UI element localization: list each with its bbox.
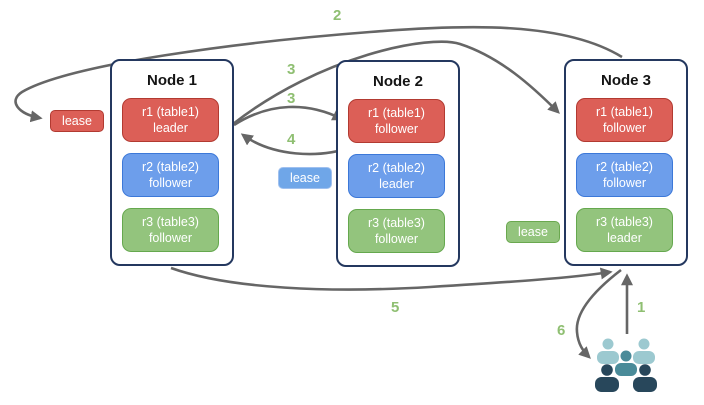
step-label-3b: 3 <box>287 90 296 107</box>
lease-badge-r1: lease <box>50 110 104 132</box>
replica-range-label: r2 (table2) <box>142 159 199 174</box>
replica-range-label: r1 (table1) <box>368 105 425 120</box>
node-1-replica-r3: r3 (table3) follower <box>122 208 219 252</box>
node-3-replica-r1: r1 (table1) follower <box>576 98 673 142</box>
replica-role-label: leader <box>153 121 188 135</box>
node-1-title: Node 1 <box>146 72 197 89</box>
user-figure-light-right <box>633 338 655 364</box>
replica-range-label: r2 (table2) <box>596 159 653 174</box>
replica-range-label: r3 (table3) <box>596 214 653 229</box>
replica-role-label: follower <box>148 176 193 190</box>
node-1-replica-r1: r1 (table1) leader <box>122 98 219 142</box>
lease-badge-r3: lease <box>506 221 560 243</box>
user-figure-dark-right <box>633 364 657 392</box>
replica-role-label: follower <box>374 232 419 246</box>
node-1-box: Node 1 r1 (table1) leader r2 (table2) fo… <box>110 59 234 266</box>
node-3-replica-r3: r3 (table3) leader <box>576 208 673 252</box>
node-1-replica-r2: r2 (table2) follower <box>122 153 219 197</box>
node-2-replica-r2: r2 (table2) leader <box>348 154 445 198</box>
users-group-icon <box>595 338 657 392</box>
step-label-4: 4 <box>287 131 296 148</box>
replica-role-label: follower <box>602 176 647 190</box>
node-2-title: Node 2 <box>372 73 423 90</box>
replica-role-label: follower <box>602 121 647 135</box>
replica-role-label: follower <box>374 122 419 136</box>
arrow-step2-node3-to-lease1 <box>14 25 623 123</box>
arrow-step5-node1-to-node3 <box>170 266 613 291</box>
user-figure-medium-center <box>615 350 637 376</box>
node-3-box: Node 3 r1 (table1) follower r2 (table2) … <box>564 59 688 266</box>
step-label-3a: 3 <box>287 61 296 78</box>
step-label-5: 5 <box>391 299 400 316</box>
replica-role-label: leader <box>379 177 414 191</box>
node-2-replica-r1: r1 (table1) follower <box>348 99 445 143</box>
node-3-title: Node 3 <box>600 72 651 89</box>
user-figure-light-left <box>597 338 619 364</box>
replica-range-label: r3 (table3) <box>368 215 425 230</box>
lease-label: lease <box>62 114 92 128</box>
lease-badge-r2: lease <box>278 167 332 189</box>
arrow-step3-node1-to-node2 <box>233 105 345 127</box>
replica-range-label: r1 (table1) <box>596 104 653 119</box>
replica-role-label: follower <box>148 231 193 245</box>
user-figure-dark-left <box>595 364 619 392</box>
node-2-replica-r3: r3 (table3) follower <box>348 209 445 253</box>
replica-role-label: leader <box>607 231 642 245</box>
step-label-1: 1 <box>637 299 646 316</box>
step-label-2: 2 <box>333 7 342 24</box>
replica-range-label: r1 (table1) <box>142 104 199 119</box>
replica-range-label: r3 (table3) <box>142 214 199 229</box>
node-2-box: Node 2 r1 (table1) follower r2 (table2) … <box>336 60 460 267</box>
node-3-replica-r2: r2 (table2) follower <box>576 153 673 197</box>
replica-range-label: r2 (table2) <box>368 160 425 175</box>
lease-label: lease <box>290 171 320 185</box>
step-label-6: 6 <box>557 322 566 339</box>
lease-label: lease <box>518 225 548 239</box>
